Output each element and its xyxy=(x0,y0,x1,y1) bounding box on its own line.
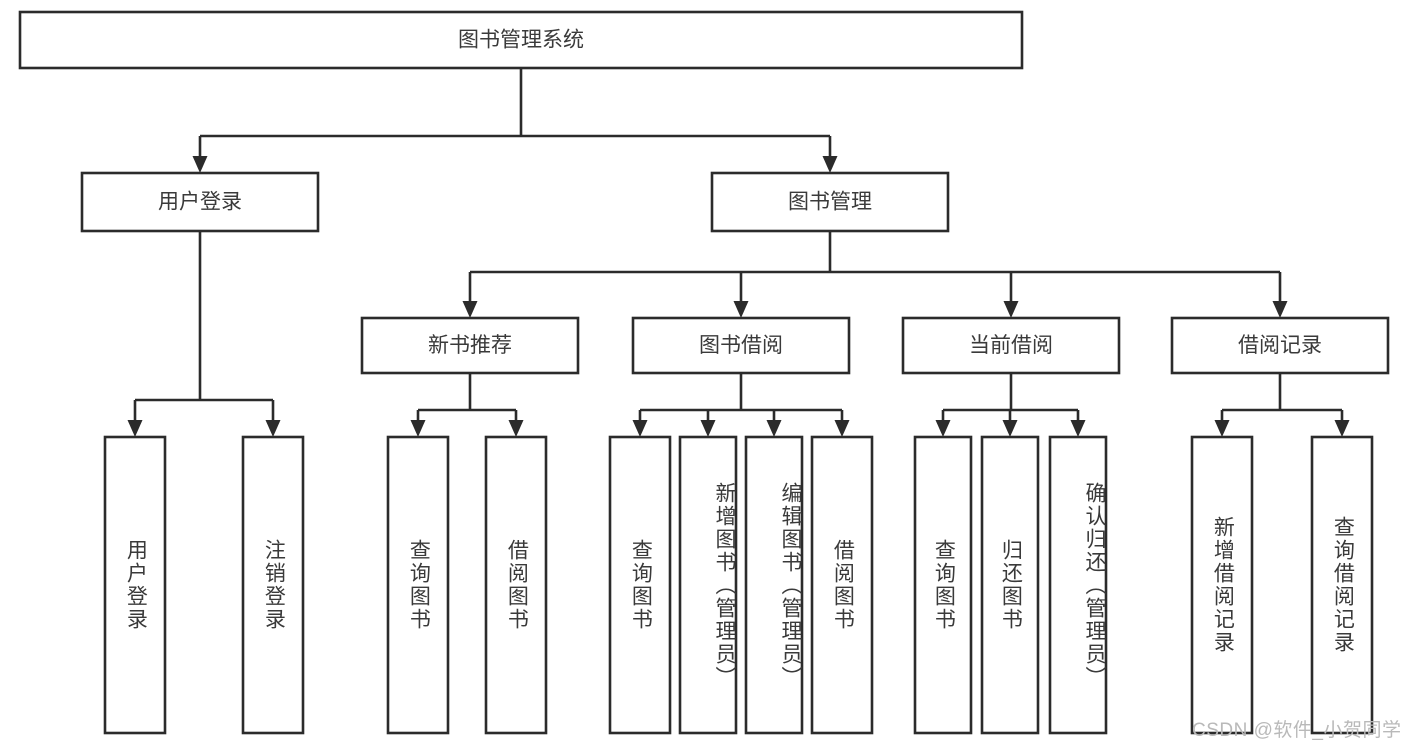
node-label-current-borrow: 当前借阅 xyxy=(969,334,1053,357)
node-label-book-borrow: 图书借阅 xyxy=(699,334,783,357)
node-label-new-book-rec: 新书推荐 xyxy=(428,334,512,357)
connector-arrowhead xyxy=(1070,420,1086,437)
node-box-leaf-query-record[interactable] xyxy=(1310,435,1374,735)
connector-arrowhead xyxy=(766,420,782,437)
connector-arrowhead xyxy=(1334,420,1350,437)
node-box-leaf-return-book[interactable] xyxy=(980,435,1040,735)
node-box-leaf-query-book-3[interactable] xyxy=(913,435,973,735)
node-box-leaf-logout[interactable] xyxy=(241,435,305,735)
node-box-leaf-query-book-1[interactable] xyxy=(386,435,450,735)
node-box-current-borrow[interactable] xyxy=(901,316,1121,375)
connector-arrowhead xyxy=(632,420,648,437)
node-box-book-borrow[interactable] xyxy=(631,316,851,375)
node-box-new-book-rec[interactable] xyxy=(360,316,580,375)
connector-arrowhead xyxy=(733,301,749,318)
node-box-leaf-edit-book[interactable] xyxy=(744,435,804,735)
node-box-user-login[interactable] xyxy=(80,171,320,233)
connector-arrowhead xyxy=(700,420,716,437)
connector-arrowhead xyxy=(822,156,838,173)
node-label-book-manage: 图书管理 xyxy=(788,191,872,214)
connector-arrowhead xyxy=(1002,420,1018,437)
node-box-leaf-borrow-book-2[interactable] xyxy=(810,435,874,735)
node-label-borrow-record: 借阅记录 xyxy=(1238,334,1322,357)
connector-arrowhead xyxy=(127,420,143,437)
node-box-leaf-borrow-book-1[interactable] xyxy=(484,435,548,735)
connector-edges-layer xyxy=(127,68,1350,437)
connector-arrowhead xyxy=(192,156,208,173)
node-box-leaf-add-record[interactable] xyxy=(1190,435,1254,735)
node-label-root: 图书管理系统 xyxy=(458,29,584,52)
connector-arrowhead xyxy=(410,420,426,437)
connector-arrowhead xyxy=(508,420,524,437)
csdn-watermark: CSDN @软件_小贺同学 xyxy=(1192,720,1402,741)
connector-arrowhead xyxy=(1003,301,1019,318)
node-box-leaf-add-book[interactable] xyxy=(678,435,738,735)
connector-arrowhead xyxy=(265,420,281,437)
node-box-root[interactable] xyxy=(18,10,1024,70)
node-box-leaf-user-login[interactable] xyxy=(103,435,167,735)
node-box-book-manage[interactable] xyxy=(710,171,950,233)
connector-arrowhead xyxy=(834,420,850,437)
node-label-user-login: 用户登录 xyxy=(158,191,242,214)
connector-arrowhead xyxy=(1272,301,1288,318)
node-box-leaf-query-book-2[interactable] xyxy=(608,435,672,735)
node-box-leaf-confirm-return[interactable] xyxy=(1048,435,1108,735)
connector-arrowhead xyxy=(935,420,951,437)
connector-arrowhead xyxy=(462,301,478,318)
connector-arrowhead xyxy=(1214,420,1230,437)
node-box-borrow-record[interactable] xyxy=(1170,316,1390,375)
